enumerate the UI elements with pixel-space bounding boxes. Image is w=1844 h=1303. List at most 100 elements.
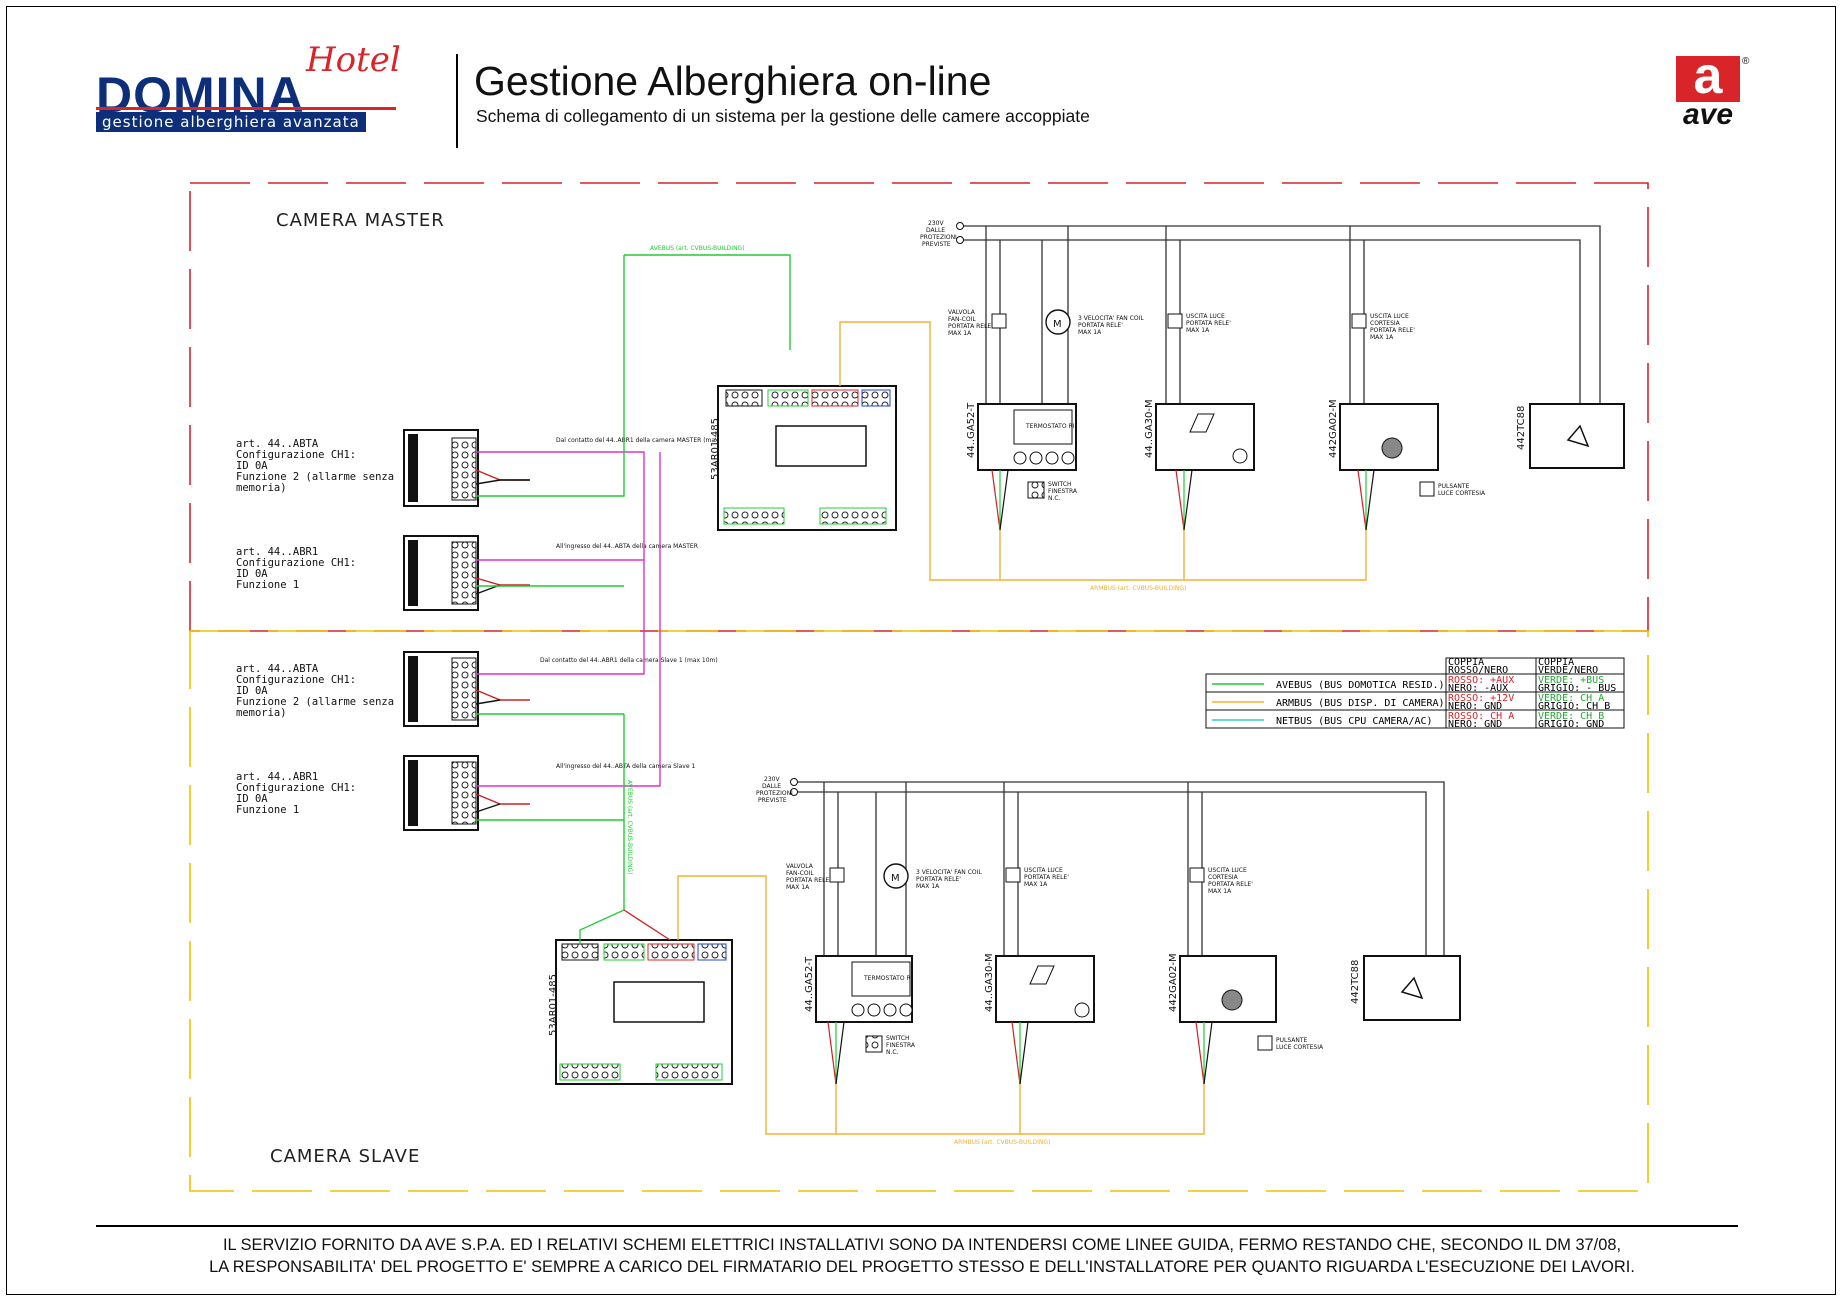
svg-text:USCITA LUCE: USCITA LUCE [1208, 867, 1247, 874]
input-module-3-config: Configurazione CH1: [236, 674, 356, 686]
input-module-3-note: Dal contatto del 44..ABR1 della camera S… [540, 657, 718, 664]
slave-courtesy-light-output: USCITA LUCE CORTESIA PORTATA RELE' MAX 1… [1189, 867, 1253, 895]
page-title: Gestione Alberghiera on-line [474, 58, 992, 104]
ave-logo-registered-mark: ® [1742, 56, 1750, 67]
footer-line-2: LA RESPONSABILITA' DEL PROGETTO E' SEMPR… [209, 1258, 1635, 1276]
input-module-2: art. 44..ABR1 Configurazione CH1: ID 0A … [236, 535, 698, 611]
input-module-wiring [475, 254, 791, 910]
input-module-2-config: Configurazione CH1: [236, 557, 356, 569]
svg-text:USCITA LUCE: USCITA LUCE [1024, 867, 1063, 874]
input-module-2-side [408, 540, 418, 606]
slave-thermostat-code: 44..GA52-T [804, 956, 815, 1012]
svg-text:MAX 1A: MAX 1A [786, 884, 810, 891]
footer-disclaimer: IL SERVIZIO FORNITO DA AVE S.P.A. ED I R… [0, 1234, 1844, 1278]
svg-text:MAX 1A: MAX 1A [1186, 327, 1210, 334]
master-courtesy-light-output: USCITA LUCE CORTESIA PORTATA RELE' MAX 1… [1351, 313, 1415, 341]
slave-display-unit: 442TC88 [1350, 955, 1461, 1021]
svg-text:FINESTRA: FINESTRA [886, 1042, 916, 1049]
svg-text:VERDE: +BUS: VERDE: +BUS [1538, 675, 1604, 686]
slave-relay-module: 44..GA30-M [984, 953, 1095, 1023]
input-module-4-id: ID 0A [236, 793, 268, 805]
slave-light-output: USCITA LUCE PORTATA RELE' MAX 1A [1005, 867, 1069, 888]
slave-device-tails [827, 1021, 1213, 1085]
svg-text:N.C.: N.C. [886, 1049, 899, 1056]
slave-armbus-label: ARMBUS (art. CVBUS-BUILDING) [954, 1139, 1050, 1146]
input-module-3-art: art. 44..ABTA [236, 663, 319, 675]
ave-logo-letter: a [1676, 50, 1740, 102]
svg-text:FAN-COIL: FAN-COIL [786, 870, 814, 877]
cable-legend: COPPIA ROSSO/NERO COPPIA VERDE/NERO AVEB… [1205, 657, 1625, 730]
svg-text:FINESTRA: FINESTRA [1048, 488, 1078, 495]
input-module-1-art: art. 44..ABTA [236, 438, 319, 450]
svg-text:MAX 1A: MAX 1A [916, 883, 940, 890]
svg-text:NERO: -AUX: NERO: -AUX [1448, 683, 1508, 694]
input-module-2-function: Funzione 1 [236, 579, 299, 591]
input-module-4-config: Configurazione CH1: [236, 782, 356, 794]
legend-avebus-name: AVEBUS (BUS DOMOTICA RESID.) [1276, 680, 1445, 691]
avebus-label-vertical: AVEBUS (art. CVBUS-BUILDING) [626, 780, 633, 875]
svg-text:ROSSO: +12V: ROSSO: +12V [1448, 693, 1514, 704]
master-courtesy-module: 442GA02-M PULSANTE LUCE CORTESIA [1328, 399, 1486, 497]
logo-bar [96, 107, 396, 110]
ave-logo: a ave ® [1676, 50, 1749, 132]
svg-text:DALLE: DALLE [762, 783, 781, 790]
master-device-tails [991, 469, 1375, 531]
master-controller-code: 53AR01-485 [710, 418, 721, 480]
svg-text:FAN-COIL: FAN-COIL [948, 316, 976, 323]
svg-text:PORTATA RELE': PORTATA RELE' [1186, 320, 1231, 327]
svg-text:PORTATA RELE': PORTATA RELE' [786, 877, 831, 884]
input-module-3-side [408, 656, 418, 722]
svg-text:ROSSO: +AUX: ROSSO: +AUX [1448, 675, 1514, 686]
svg-text:PORTATA RELE': PORTATA RELE' [1024, 874, 1069, 881]
svg-text:VALVOLA: VALVOLA [786, 863, 814, 870]
master-valve: VALVOLA FAN-COIL PORTATA RELE' MAX 1A [948, 309, 1007, 337]
svg-text:NERO: GND: NERO: GND [1448, 701, 1502, 712]
slave-valve: VALVOLA FAN-COIL PORTATA RELE' MAX 1A [786, 863, 845, 891]
slave-controller-code: 53AR01-485 [548, 974, 559, 1036]
svg-text:VERDE: CH B: VERDE: CH B [1538, 711, 1604, 722]
input-module-2-terminals [451, 541, 477, 605]
svg-text:SWITCH: SWITCH [886, 1035, 910, 1042]
avebus-label-master: AVEBUS (art. CVBUS-BUILDING) [650, 245, 745, 252]
master-armbus [839, 321, 1367, 581]
input-module-2-note: All'ingresso del 44..ABTA della camera M… [556, 543, 698, 550]
input-module-1-config: Configurazione CH1: [236, 449, 356, 461]
domina-hotel-logo: DOMINA Hotel gestione alberghiera avanza… [96, 40, 406, 140]
svg-text:MAX 1A: MAX 1A [1208, 888, 1232, 895]
svg-text:PORTATA RELE': PORTATA RELE' [1078, 322, 1123, 329]
svg-text:PORTATA RELE': PORTATA RELE' [1370, 327, 1415, 334]
svg-text:VERDE: CH A: VERDE: CH A [1538, 693, 1604, 704]
svg-text:DALLE: DALLE [926, 227, 945, 234]
svg-text:MAX 1A: MAX 1A [948, 330, 972, 337]
master-zone-border [189, 182, 1649, 632]
master-controller: 53AR01-485 [710, 385, 897, 531]
master-controller-display [775, 425, 867, 467]
svg-text:LUCE CORTESIA: LUCE CORTESIA [1276, 1044, 1324, 1051]
svg-text:PROTEZIONI: PROTEZIONI [756, 790, 793, 797]
input-module-3-function: Funzione 2 (allarme senza [236, 696, 394, 708]
svg-text:PORTATA RELE': PORTATA RELE' [1208, 881, 1253, 888]
master-supply-label: 230V DALLE PROTEZIONI PREVISTE [920, 220, 957, 248]
svg-text:N.C.: N.C. [1048, 495, 1061, 502]
input-module-3-terminals [451, 657, 477, 721]
svg-text:CORTESIA: CORTESIA [1208, 874, 1239, 881]
header-divider [456, 54, 458, 148]
master-light-output: USCITA LUCE PORTATA RELE' MAX 1A [1167, 313, 1231, 334]
master-thermostat-code: 44..GA52-T [966, 402, 977, 458]
slave-display-code: 442TC88 [1350, 960, 1361, 1004]
input-module-4-note: All'ingresso del 44..ABTA della camera S… [556, 763, 695, 770]
slave-thermostat: TERMOSTATO RI 44..GA52-T SWITCH FINESTRA… [804, 955, 916, 1056]
svg-text:GRIGIO: - BUS: GRIGIO: - BUS [1538, 683, 1616, 694]
master-display-unit: 442TC88 [1516, 403, 1625, 469]
input-module-3: art. 44..ABTA Configurazione CH1: ID 0A … [236, 651, 718, 727]
svg-text:USCITA LUCE: USCITA LUCE [1370, 313, 1409, 320]
svg-text:PULSANTE: PULSANTE [1276, 1037, 1308, 1044]
svg-text:TERMOSTATO RI: TERMOSTATO RI [863, 975, 913, 982]
svg-text:PORTATA RELE': PORTATA RELE' [916, 876, 961, 883]
slave-courtesy-code: 442GA02-M [1168, 953, 1179, 1012]
svg-text:VERDE/NERO: VERDE/NERO [1538, 665, 1598, 676]
master-thermostat: TERMOSTATO RI 44..GA52-T SWITCH FINESTRA… [966, 402, 1078, 502]
svg-text:PORTATA RELE': PORTATA RELE' [948, 323, 993, 330]
master-display-code: 442TC88 [1516, 406, 1527, 450]
footer-line-1: IL SERVIZIO FORNITO DA AVE S.P.A. ED I R… [222, 1236, 1622, 1254]
